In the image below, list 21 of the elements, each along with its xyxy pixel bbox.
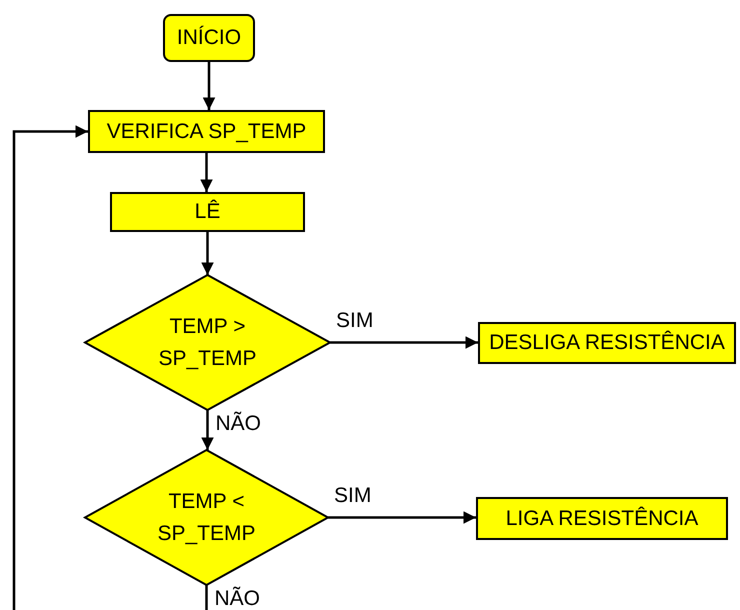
arrow — [201, 410, 214, 450]
decision-text: TEMP > SP_TEMP — [157, 314, 258, 372]
box-text: INÍCIO — [176, 24, 242, 52]
start-terminal — [163, 14, 255, 62]
arrow — [202, 62, 216, 110]
box-text: VERIFICA SP_TEMP — [106, 118, 306, 145]
arrow — [200, 153, 213, 192]
box-text: LIGA RESISTÊNCIA — [506, 506, 698, 532]
decision-diamond — [82, 448, 330, 586]
process-box — [88, 110, 325, 153]
arrow — [328, 511, 476, 524]
arrow — [330, 336, 478, 349]
decision-diamond — [82, 274, 332, 412]
box-text: LÊ — [194, 198, 220, 226]
process-box — [476, 497, 728, 540]
process-box — [478, 322, 736, 364]
process-box — [110, 192, 305, 232]
arrow — [201, 232, 214, 275]
decision-text: TEMP < SP_TEMP — [156, 489, 257, 546]
box-text: DESLIGA RESISTÊNCIA — [489, 330, 725, 356]
arrow — [12, 125, 88, 610]
